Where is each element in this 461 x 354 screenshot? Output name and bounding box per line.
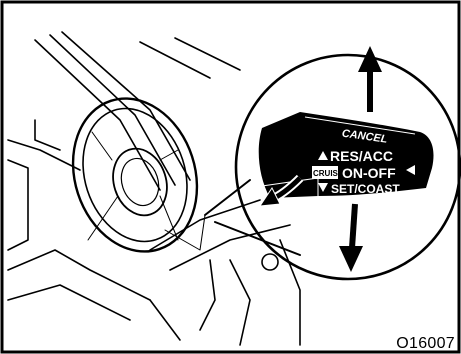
windshield-pillar bbox=[35, 32, 240, 190]
dashboard bbox=[150, 200, 300, 345]
arrow-down-icon bbox=[339, 204, 363, 272]
cruise-label: CRUISE bbox=[313, 169, 344, 178]
on-off-label: ON-OFF bbox=[342, 165, 396, 181]
steering-wheel bbox=[54, 82, 216, 267]
set-coast-label: SET/COAST bbox=[331, 182, 400, 196]
figure-code: O16007 bbox=[396, 335, 455, 353]
res-acc-label: RES/ACC bbox=[330, 148, 393, 164]
